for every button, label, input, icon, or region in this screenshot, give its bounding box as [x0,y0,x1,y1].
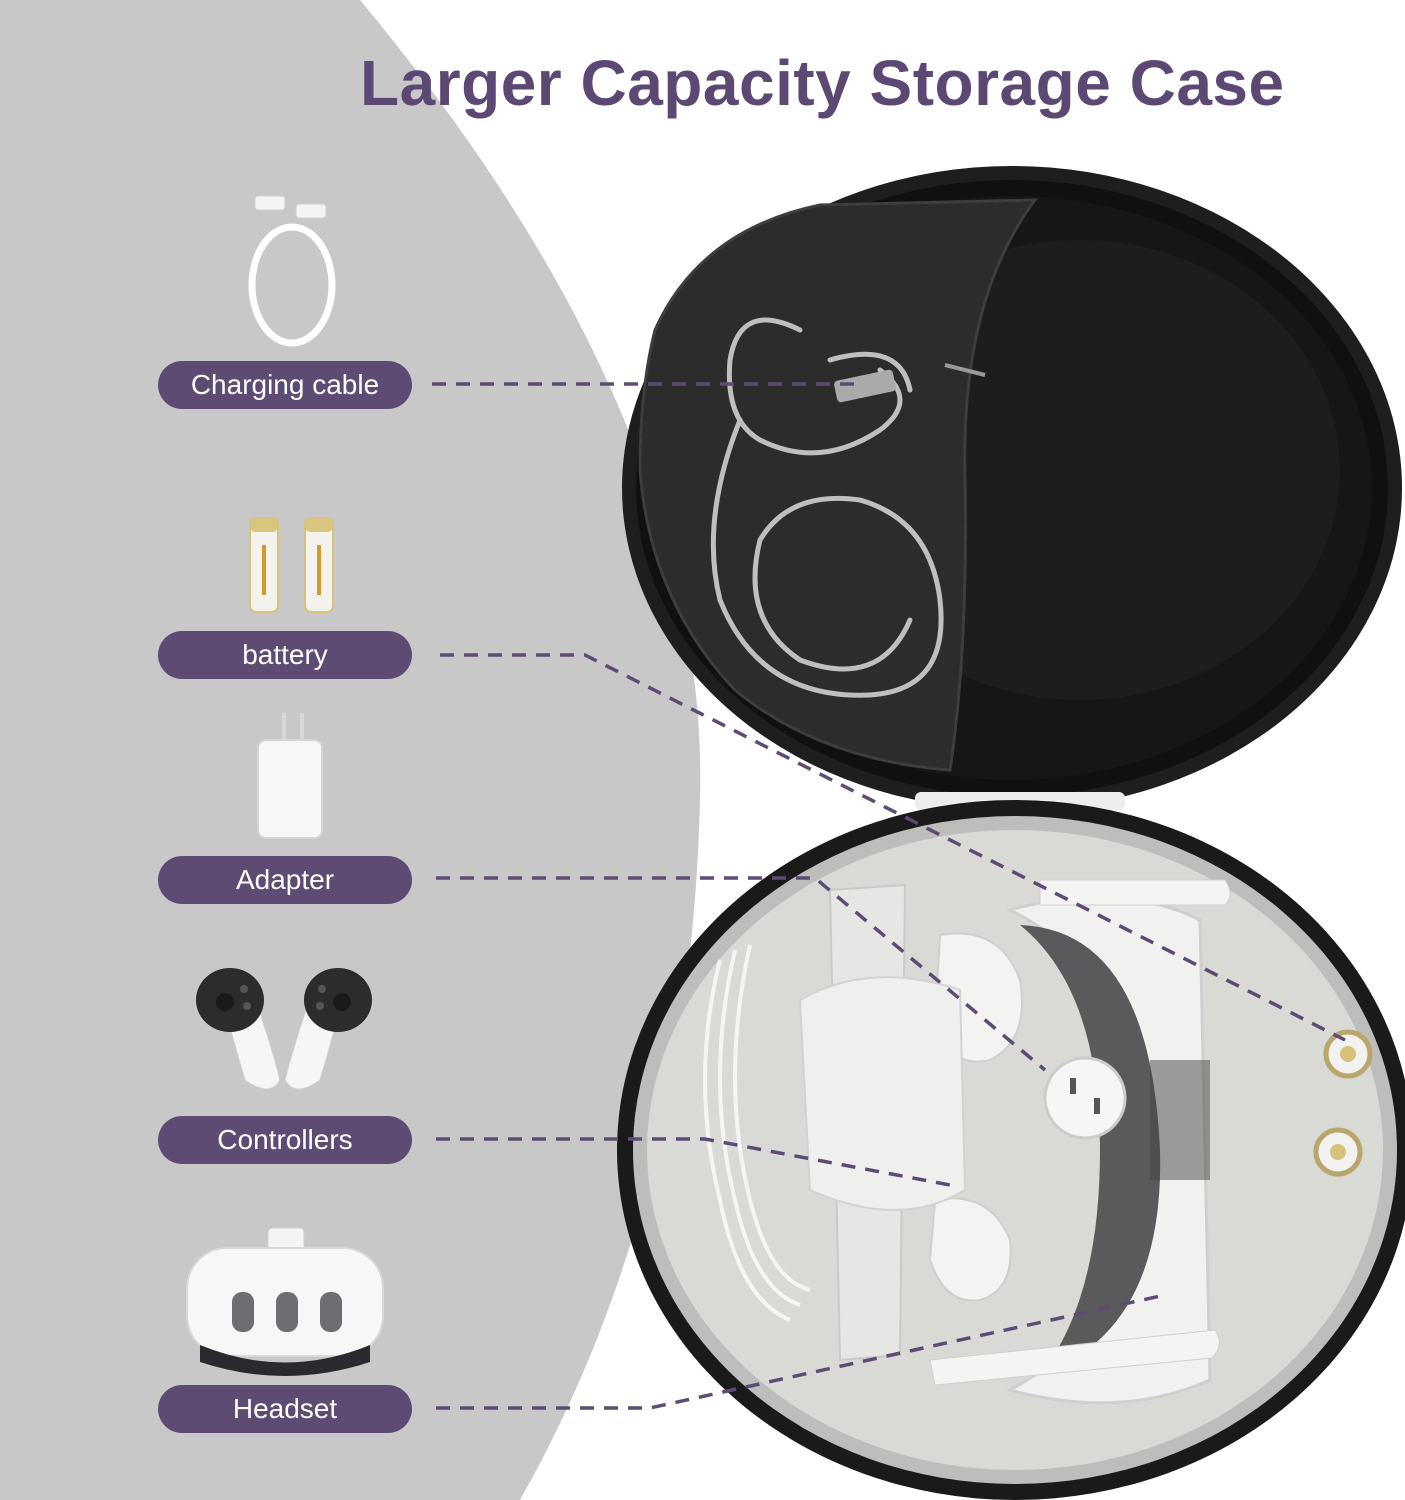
label-adapter: Adapter [158,856,412,904]
label-battery: battery [158,631,412,679]
page-title: Larger Capacity Storage Case [360,47,1285,119]
case-tray [617,800,1405,1500]
connector-adapter [436,876,1047,1072]
adapter-icon [257,713,323,839]
label-controllers: Controllers [158,1116,412,1164]
connector-headset [436,1293,1166,1410]
headset-icon [186,1227,384,1376]
charging-cable-icon [248,195,336,347]
connector-controllers [436,1137,951,1187]
battery-icon [249,517,334,613]
connector-lines [432,382,1346,1410]
label-headset: Headset [158,1385,412,1433]
controllers-icon [196,968,372,1090]
label-charging-cable: Charging cable [158,361,412,409]
connector-battery [440,653,1346,1042]
case-lid [622,166,1402,810]
